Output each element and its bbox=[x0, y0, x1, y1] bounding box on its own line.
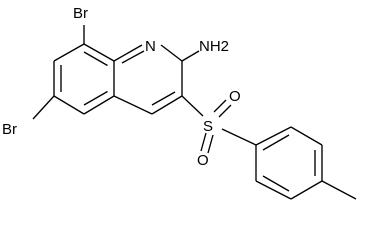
double-bond-so-bottom bbox=[207, 134, 214, 154]
atom-sulfur: S bbox=[203, 118, 213, 135]
double-bond bbox=[262, 175, 290, 192]
atom-labels: Br Br N NH2 S O O bbox=[2, 5, 241, 169]
pyridine-ring bbox=[113, 44, 183, 115]
double-bond bbox=[262, 134, 290, 151]
atom-ring-nitrogen: N bbox=[145, 38, 156, 55]
atom-br-top: Br bbox=[73, 5, 88, 22]
double-bond bbox=[121, 50, 145, 64]
bond bbox=[290, 126, 323, 146]
double-bond-so-top bbox=[213, 99, 227, 113]
bond bbox=[83, 43, 115, 62]
double-bond bbox=[151, 91, 176, 106]
atom-oxygen-bottom: O bbox=[197, 152, 209, 169]
molecule-diagram: Br Br N NH2 S O O bbox=[2, 5, 357, 200]
double-bond bbox=[83, 51, 108, 67]
structure-drawing: Br Br N NH2 S O O bbox=[2, 5, 357, 200]
bond bbox=[53, 95, 85, 115]
bond-to-sulfur bbox=[181, 95, 204, 117]
bond-to-amine bbox=[181, 50, 200, 62]
bond bbox=[151, 95, 183, 115]
double-bond bbox=[83, 90, 108, 106]
atom-amine: NH2 bbox=[199, 38, 229, 55]
bond-to-br-left bbox=[32, 95, 55, 120]
tolyl-ring bbox=[255, 126, 357, 200]
bond-s-to-tolyl bbox=[221, 128, 257, 146]
bond bbox=[160, 44, 183, 62]
bond bbox=[290, 180, 323, 200]
substituent-bonds bbox=[32, 25, 257, 154]
atom-oxygen-top: O bbox=[229, 88, 241, 105]
bond bbox=[255, 126, 292, 146]
bond-to-methyl bbox=[321, 180, 357, 200]
bond bbox=[83, 95, 115, 115]
benzo-ring bbox=[53, 43, 115, 115]
bond bbox=[255, 180, 292, 200]
atom-br-left: Br bbox=[2, 121, 17, 138]
amine-main: NH bbox=[199, 38, 221, 55]
double-bond-so-top bbox=[218, 104, 232, 118]
bond bbox=[53, 43, 85, 62]
bond bbox=[113, 44, 143, 62]
bond bbox=[113, 95, 153, 115]
double-bond-so-bottom bbox=[200, 132, 207, 152]
amine-subscript: 2 bbox=[221, 38, 229, 55]
